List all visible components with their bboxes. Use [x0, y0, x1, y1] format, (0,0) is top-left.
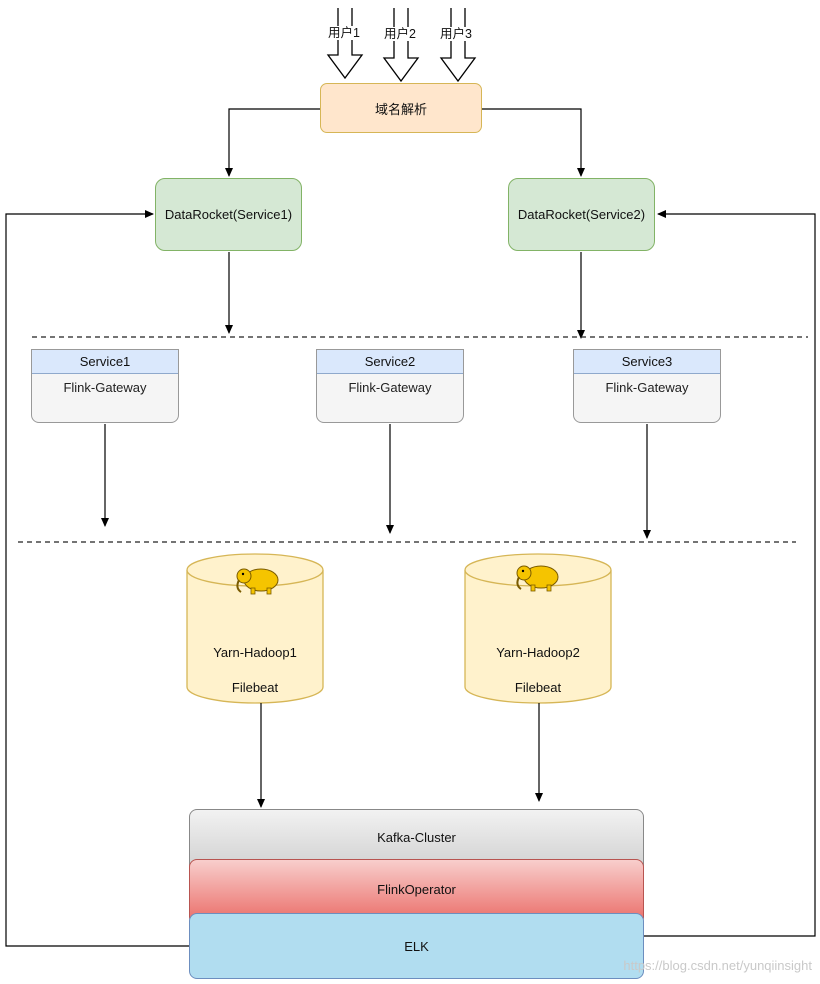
datarocket-service1-node: DataRocket(Service1) [155, 178, 302, 251]
service1-gateway-node: Service1 Flink-Gateway [31, 349, 179, 423]
elk-feedback-arrows [5, 210, 816, 947]
user-input-arrows [326, 8, 477, 83]
hadoop-elephant-icon [236, 568, 279, 595]
service3-gateway-node: Service3 Flink-Gateway [573, 349, 721, 423]
cluster-name: Yarn-Hadoop2 [496, 645, 580, 660]
cluster-agent: Filebeat [231, 680, 279, 695]
dns-to-datarocket-arrows [225, 108, 585, 177]
service-title: Service3 [574, 350, 720, 374]
elk-layer: ELK [189, 913, 644, 979]
watermark: https://blog.csdn.net/yunqiinsight [623, 958, 812, 973]
service-subtitle: Flink-Gateway [605, 380, 689, 395]
service-title: Service2 [317, 350, 463, 374]
dns-resolution-node: 域名解析 [320, 83, 482, 133]
service-title: Service1 [32, 350, 178, 374]
user-2-label: 用户2 [383, 27, 417, 41]
cluster-agent: Filebeat [514, 680, 562, 695]
gateway-to-cluster-arrows [101, 424, 651, 539]
service-subtitle: Flink-Gateway [348, 380, 432, 395]
layer-dividers [18, 336, 808, 543]
service-subtitle: Flink-Gateway [63, 380, 147, 395]
hadoop-elephant-icon [516, 565, 559, 592]
datarocket-to-gateway-arrows [225, 252, 585, 339]
user-3-label: 用户3 [439, 27, 473, 41]
filebeat-to-kafka-arrows [257, 703, 543, 808]
datarocket-service2-node: DataRocket(Service2) [508, 178, 655, 251]
user-1-label: 用户1 [327, 26, 361, 40]
service2-gateway-node: Service2 Flink-Gateway [316, 349, 464, 423]
cluster-name: Yarn-Hadoop1 [213, 645, 297, 660]
